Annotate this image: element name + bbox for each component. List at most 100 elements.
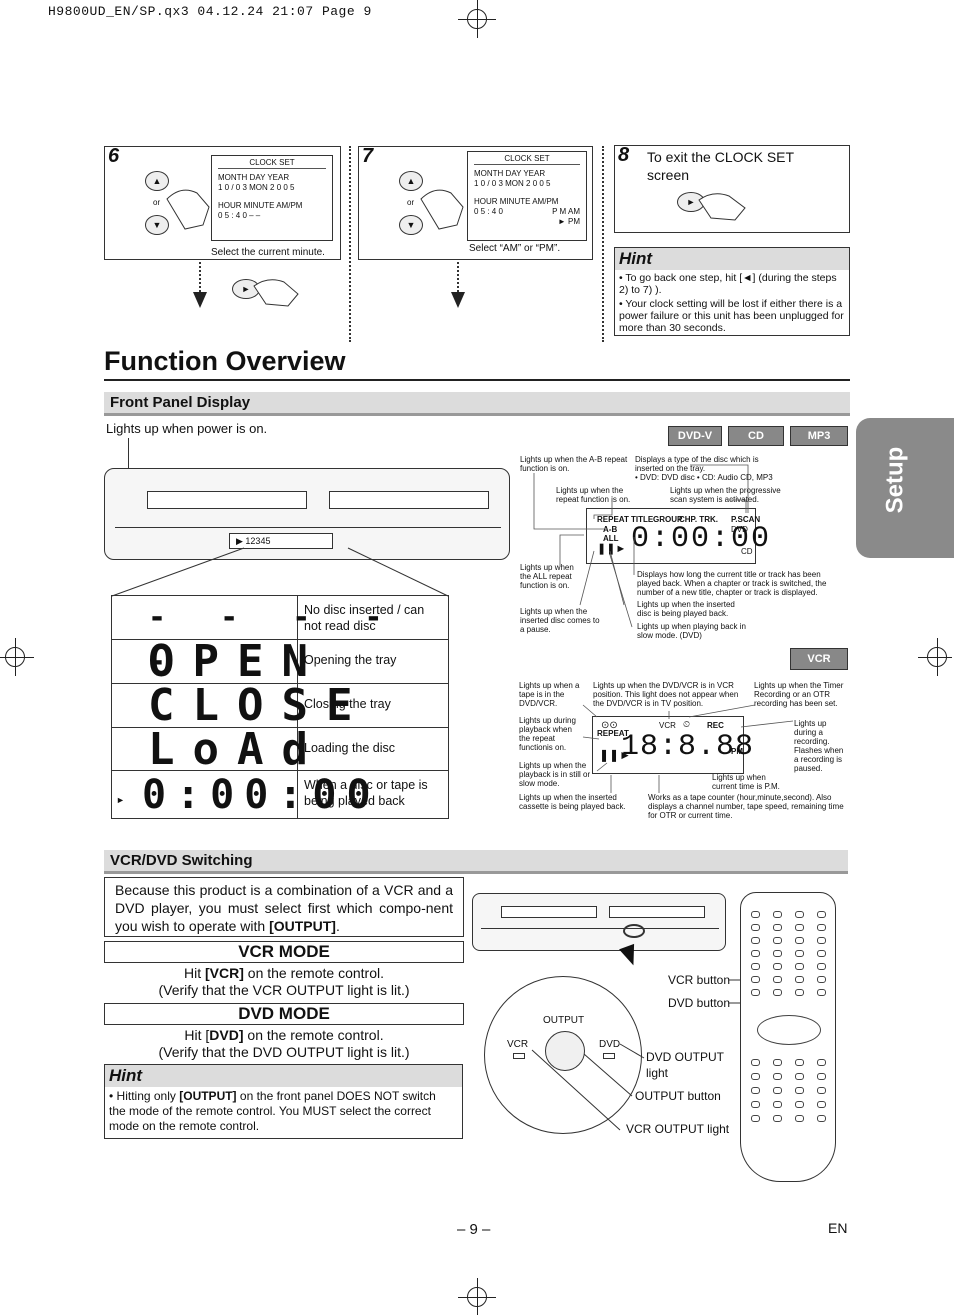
badge-dvd-v: DVD-V (668, 426, 722, 446)
callout-repeat-vcr: Lights up during playback when the repea… (519, 716, 576, 752)
registration-mark-right (918, 638, 952, 676)
dvd-callout-lines (533, 464, 749, 628)
power-note: Lights up when power is on. (106, 421, 268, 436)
badge-vcr: VCR (790, 648, 848, 670)
step-8-text: To exit the CLOCK SET screen (647, 149, 794, 183)
callout-timer: Lights up when the Timer Recording or an… (754, 681, 844, 708)
callout-disc-type: Displays a type of the disc which is ins… (635, 455, 759, 473)
up-button-icon: ▲ (145, 171, 169, 191)
hand-icon (166, 189, 210, 230)
hand-icon (698, 193, 746, 221)
registration-mark-bottom (458, 1278, 496, 1315)
callout-disc-type-2: • DVD: DVD disc • CD: Audio CD, MP3 (635, 473, 773, 482)
output-zoom-circle: OUTPUT VCR DVD (484, 976, 642, 1134)
label-dvd-button: DVD button (668, 996, 731, 1010)
hand-icon (420, 189, 464, 230)
down-button-icon: ▼ (399, 215, 423, 235)
hint-box-bottom: Hint • Hitting only [OUTPUT] on the fron… (104, 1064, 463, 1139)
dotted-line (199, 262, 201, 292)
down-button-icon: ▼ (145, 215, 169, 235)
timer-icon: ⏲ (683, 719, 691, 729)
vcr-output-light (513, 1053, 525, 1059)
vcr-lcd-display: ⊙⊙ REPEAT ❚❚► VCR ⏲ REC 18:8.88 PM (592, 716, 753, 774)
device-front-panel: ▶ 12345 (104, 468, 510, 560)
output-button-highlight (623, 924, 645, 938)
dotted-line (349, 146, 351, 342)
callout-time: Displays how long the current title or t… (637, 570, 827, 597)
callout-vcr-position: Lights up when the DVD/VCR is in VCR pos… (593, 681, 739, 708)
hint-title: Hint (615, 248, 849, 270)
step-7-caption: Select “AM” or “PM”. (469, 243, 561, 254)
display-messages-table: - - - - - No disc inserted / can not rea… (111, 595, 449, 819)
cassette-icon: ⊙⊙ (601, 720, 618, 731)
label-vcr-output: VCR OUTPUT light (626, 1122, 730, 1136)
vcr-mode-heading: VCR MODE (104, 941, 464, 963)
section-heading-front-panel: Front Panel Display (104, 392, 850, 416)
table-row: - - - - - No disc inserted / can not rea… (148, 600, 425, 679)
output-button-zoomed (545, 1031, 585, 1071)
callout-still: Lights up when the playback is in still … (519, 761, 591, 788)
callout-pscan: Lights up when the progressive scan syst… (670, 486, 781, 504)
down-arrow-icon (193, 292, 207, 308)
clock-set-display: CLOCK SET MONTH DAY YEAR 1 0 / 0 3 MON 2… (211, 155, 333, 241)
hint-box-top: Hint • To go back one step, hit [◄] (dur… (614, 247, 850, 336)
dvd-mode-instruction: Hit [DVD] on the remote control. (Verify… (158, 1027, 410, 1060)
vcr-mode-instruction: Hit [VCR] on the remote control. (Verify… (158, 965, 410, 998)
or-label: or (407, 198, 415, 207)
registration-mark-left (0, 638, 34, 676)
callout-rec: Lights up during a recording. Flashes wh… (794, 719, 844, 773)
step-8-panel: 8 To exit the CLOCK SET screen ► (614, 144, 850, 233)
callout-played: Lights up when the inserted disc is bein… (637, 600, 735, 618)
dvd-mode-heading: DVD MODE (104, 1003, 464, 1025)
callout-pause: Lights up when the inserted disc comes t… (520, 607, 600, 634)
callout-slow: Lights up when playing back in slow mode… (637, 622, 746, 640)
callout-repeat: Lights up when the repeat function is on… (556, 486, 631, 504)
step-number: 7 (362, 145, 374, 167)
title-rule (104, 379, 850, 381)
label-dvd-output: DVD OUTPUT light (646, 1050, 724, 1080)
hint-item: • Your clock setting will be lost if eit… (619, 298, 844, 334)
table-row: OPEN Opening the tray (112, 639, 448, 684)
table-row: ► 0:00:00 When a disc or tape is being p… (112, 770, 448, 818)
page-number: – 9 – (457, 1221, 491, 1238)
callout-pm: Lights up when current time is P.M. (712, 773, 780, 791)
device-display: ▶ 12345 (229, 533, 333, 549)
zoom-lines (111, 547, 449, 597)
page-title: Function Overview (104, 346, 346, 376)
step-6-panel: 6 ▲ or ▼ CLOCK SET MONTH DAY YEAR 1 0 / … (104, 145, 341, 260)
switching-intro-box: Because this product is a combination of… (104, 877, 464, 937)
step-number: 8 (618, 144, 630, 166)
setup-side-tab: Setup (856, 418, 954, 558)
remote-dpad (757, 1015, 821, 1045)
or-label: or (153, 198, 161, 207)
registration-mark-top (458, 0, 496, 38)
callout-tape: Lights up when a tape is in the DVD/VCR. (519, 681, 580, 708)
dvd-lcd-display: REPEAT A-B ALL ❚❚► TITLE GROUP CHP. TRK.… (586, 508, 769, 564)
badge-mp3: MP3 (790, 426, 848, 446)
hint-item: • Hitting only [OUTPUT] on the front pan… (109, 1089, 436, 1133)
vcr-callout-lines (582, 704, 794, 793)
play-indicator-icon: ► (116, 795, 125, 805)
label-vcr-button: VCR button (668, 973, 731, 987)
device-drawing-small (472, 893, 726, 951)
remote-control (740, 892, 836, 1182)
table-row: CLOSE Closing the tray (112, 683, 448, 728)
step-6-caption: Select the current minute. (211, 247, 325, 258)
hint-title: Hint (105, 1065, 462, 1087)
pause-icon: ❚❚► (597, 543, 627, 555)
badge-cd: CD (728, 426, 784, 446)
up-button-icon: ▲ (399, 171, 423, 191)
dvd-output-light (603, 1053, 615, 1059)
callout-ab: Lights up when the A-B repeat function i… (520, 455, 628, 473)
section-heading-switching: VCR/DVD Switching (104, 850, 848, 874)
callout-cassette: Lights up when the inserted cassette is … (519, 793, 626, 811)
hand-icon (253, 279, 299, 307)
down-arrow-icon (451, 292, 465, 308)
clock-set-display: CLOCK SET MONTH DAY YEAR 1 0 / 0 3 MON 2… (467, 151, 587, 241)
dotted-line (602, 146, 604, 342)
callout-all: Lights up when the ALL repeat function i… (520, 563, 574, 590)
hint-item: • To go back one step, hit [◄] (during t… (619, 272, 837, 296)
step-7-panel: 7 ▲ or ▼ CLOCK SET MONTH DAY YEAR 1 0 / … (358, 145, 593, 260)
play-pause-icon: ❚❚► (599, 748, 631, 762)
language-code: EN (828, 1220, 848, 1236)
